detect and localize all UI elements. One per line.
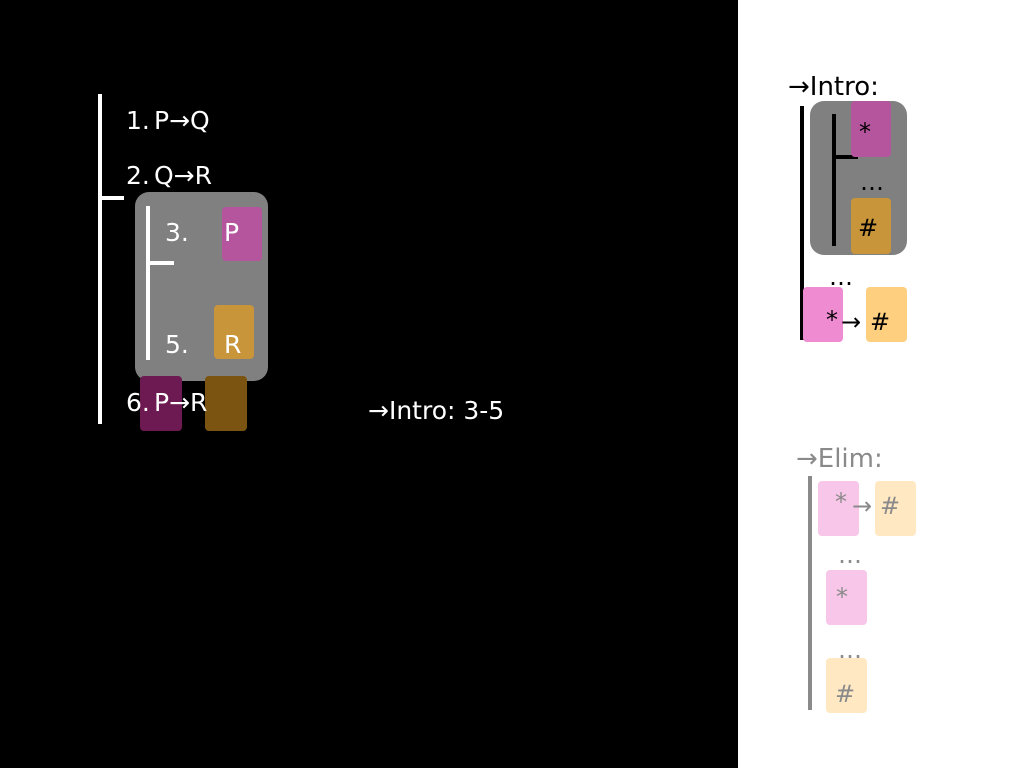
proof-line-3-number: 3. [165, 218, 189, 247]
intro-conclusion-highlight-star [803, 287, 843, 342]
highlight-conclusion-p [140, 376, 182, 431]
elim-premise-arrow: → [852, 492, 873, 520]
highlight-r-result [214, 305, 254, 359]
elim-scope-line [808, 476, 812, 710]
proof-line-5-formula: R [224, 330, 242, 359]
intro-conclusion-arrow: → [841, 308, 862, 336]
intro-inner-scope-line [832, 114, 836, 246]
intro-top-symbol: * [859, 118, 871, 146]
elim-middle-highlight-star [826, 570, 867, 625]
elim-bottom-highlight-hash [826, 658, 867, 713]
elim-rule-title: →Elim: [796, 444, 883, 474]
main-scope-line [98, 94, 102, 424]
elim-premise-left: * [835, 488, 847, 516]
proof-line-6-formula: P→R [154, 388, 208, 417]
proof-line-6-number: 6. [126, 388, 150, 417]
intro-outer-dots: … [829, 263, 853, 291]
subproof-assumption-bar [146, 261, 174, 265]
elim-middle-symbol: * [836, 583, 848, 611]
intro-inner-dots: … [860, 168, 884, 196]
elim-bottom-symbol: # [835, 680, 856, 708]
proof-line-1-formula: P→Q [154, 106, 210, 135]
intro-outer-scope-line [800, 106, 804, 340]
elim-premise-highlight-hash [875, 481, 916, 536]
intro-rule-title: →Intro: [788, 72, 879, 102]
main-premise-bar [98, 196, 124, 200]
elim-premise-right: # [880, 492, 901, 520]
intro-inner-assumption-bar [832, 155, 858, 159]
highlight-p-assumption [222, 207, 262, 261]
elim-premise-highlight-star [818, 481, 859, 536]
intro-highlight-hash [851, 198, 891, 254]
proof-line-2-formula: Q→R [154, 161, 212, 190]
justification-label: →Intro: 3-5 [368, 396, 505, 425]
highlight-conclusion-r [205, 376, 247, 431]
elim-dots-1: … [838, 541, 862, 569]
intro-conclusion-highlight-hash [866, 287, 907, 342]
intro-highlight-star [851, 101, 891, 157]
intro-bottom-symbol: # [858, 214, 879, 242]
intro-conclusion-left: * [826, 306, 838, 334]
subproof-scope-line [146, 206, 150, 360]
proof-line-3-formula: P [224, 218, 240, 247]
proof-line-1-number: 1. [126, 106, 150, 135]
proof-line-2-number: 2. [126, 161, 150, 190]
proof-line-5-number: 5. [165, 330, 189, 359]
intro-conclusion-right: # [870, 308, 891, 336]
